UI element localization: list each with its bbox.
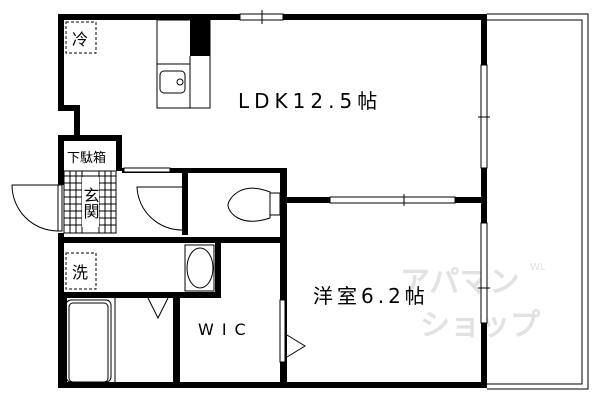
fridge-space [65,21,97,54]
ldk-label: LDK12.5帖 [238,89,382,113]
windows [123,10,490,324]
kitchen-counter [156,19,211,109]
watermark-small: WL [530,262,546,273]
wash-basin [184,244,215,292]
entrance-tiles [63,170,117,234]
wic-label: WIC [198,320,254,339]
bathtub [65,298,116,383]
shoe-box-label: 下駄箱 [67,150,106,166]
balcony [487,13,589,390]
fridge-label: 冷 [72,30,88,49]
toilet [227,187,281,222]
washer-label: 洗 [72,263,88,282]
watermark-line1: アパマン [400,265,519,300]
bedroom-label: 洋室6.2帖 [313,284,429,308]
watermark-line2: ショップ [420,308,541,343]
entrance-label: 玄関 [81,187,100,220]
doors [11,184,306,363]
watermark-logo: アパマン ショップ WL [400,262,546,343]
washer-space [65,252,97,290]
